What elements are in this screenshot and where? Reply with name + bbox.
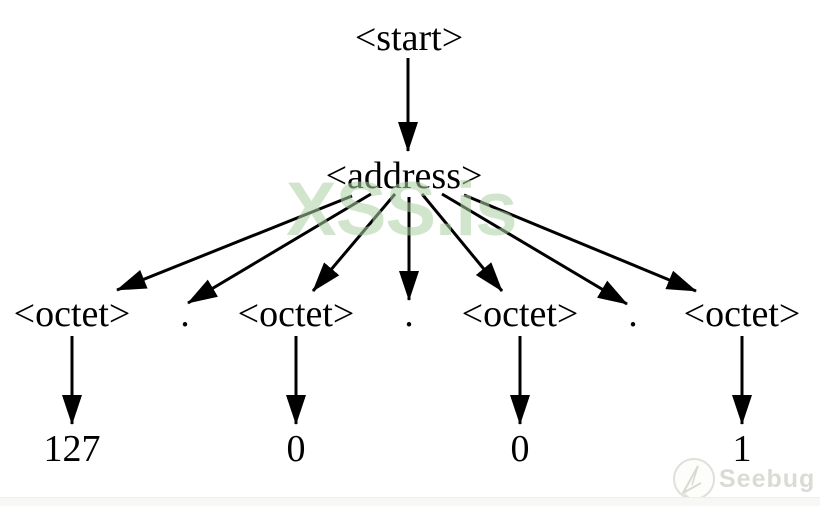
node-octet-1: <octet>	[13, 293, 131, 335]
node-address: <address>	[325, 155, 483, 197]
edge-address-octet2	[311, 193, 397, 292]
edge-address-octet4	[463, 193, 697, 293]
seebug-pin-icon	[673, 458, 715, 501]
seebug-logo-text: Seebug	[719, 464, 816, 493]
leaf-value-1: 1	[732, 428, 752, 470]
node-dot-2: .	[404, 293, 414, 335]
edge-address-dot1	[187, 192, 372, 305]
bottom-strip	[0, 497, 820, 506]
node-start: <start>	[354, 17, 464, 59]
node-octet-4: <octet>	[683, 293, 801, 335]
leaf-value-127: 127	[43, 428, 101, 470]
leaf-value-0b: 0	[510, 428, 530, 470]
node-octet-3: <octet>	[461, 293, 579, 335]
edge-address-dot3	[441, 192, 628, 306]
edge-address-octet3	[420, 193, 504, 292]
node-octet-2: <octet>	[237, 293, 355, 335]
edge-address-octet1	[116, 194, 353, 292]
leaf-value-0a: 0	[286, 428, 306, 470]
node-dot-3: .	[628, 293, 638, 335]
seebug-logo: Seebug	[672, 456, 815, 502]
node-dot-1: .	[180, 293, 190, 335]
